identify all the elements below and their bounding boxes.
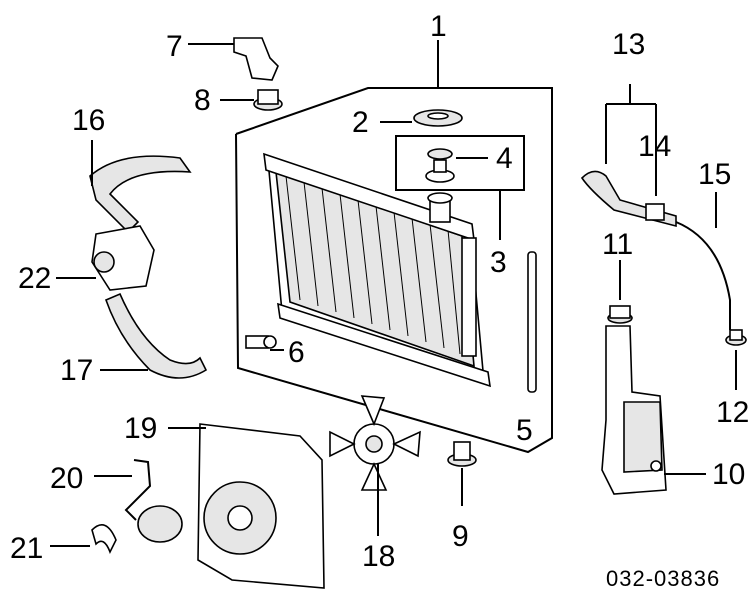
callout-22: 22 (18, 262, 51, 295)
upper-radiator-hose[interactable] (89, 140, 192, 234)
radiator-seal-strip[interactable] (527, 251, 537, 393)
callout-10: 10 (712, 458, 745, 491)
grommet[interactable] (447, 441, 477, 506)
mount-bracket[interactable] (188, 37, 279, 81)
callout-3: 3 (490, 246, 507, 279)
callout-8: 8 (194, 84, 211, 117)
callout-20: 20 (50, 462, 83, 495)
fan-motor[interactable] (94, 459, 183, 543)
fan-shroud[interactable] (168, 423, 325, 589)
lower-cushion[interactable] (220, 89, 283, 111)
callout-16: 16 (72, 104, 105, 137)
callout-6: 6 (288, 336, 305, 369)
callout-4: 4 (496, 142, 513, 175)
reserve-tank[interactable] (601, 325, 706, 495)
callout-19: 19 (124, 412, 157, 445)
hose-clamp[interactable] (50, 524, 117, 554)
reserve-tank-cap[interactable] (607, 260, 633, 324)
callout-labels: 1 2 3 4 5 6 7 8 9 10 11 12 13 14 15 16 1… (10, 10, 749, 573)
cooling-fan[interactable] (329, 395, 421, 536)
lower-radiator-hose[interactable] (100, 292, 208, 379)
radiator[interactable] (263, 152, 491, 388)
callout-7: 7 (166, 30, 183, 63)
reserve-tube[interactable] (675, 192, 731, 330)
radiator-assembly-frame (235, 40, 553, 454)
callout-21: 21 (10, 532, 43, 565)
callout-2: 2 (352, 106, 369, 139)
callout-18: 18 (362, 540, 395, 573)
reserve-tank-cap-small[interactable] (725, 329, 747, 390)
overflow-hose[interactable] (580, 84, 677, 228)
upper-mount-cushion[interactable] (380, 109, 463, 127)
thermostat-housing[interactable] (56, 225, 155, 291)
callout-9: 9 (452, 520, 469, 553)
radiator-cap-group (395, 135, 525, 240)
callout-13: 13 (612, 28, 645, 61)
callout-14: 14 (638, 130, 671, 163)
callout-17: 17 (60, 354, 93, 387)
callout-5: 5 (516, 414, 533, 447)
drain-plug[interactable] (245, 335, 284, 351)
diagram-code: 032-03836 (606, 566, 720, 591)
callout-15: 15 (698, 158, 731, 191)
callout-11: 11 (602, 228, 633, 261)
callout-1: 1 (430, 10, 447, 43)
callout-12: 12 (716, 396, 749, 429)
radiator-cap[interactable] (425, 148, 488, 183)
